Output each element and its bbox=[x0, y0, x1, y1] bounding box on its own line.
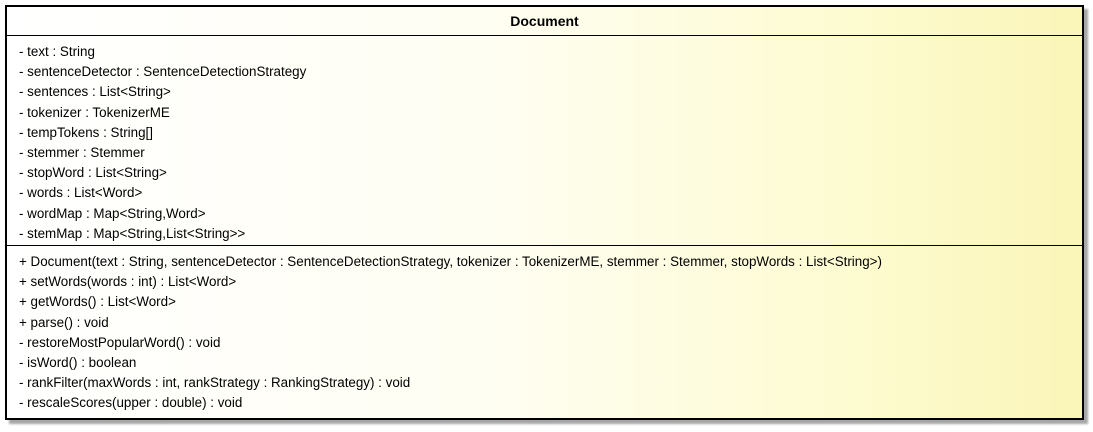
operation-restore-most-popular-word: - restoreMostPopularWord() : void bbox=[19, 334, 221, 350]
attribute-text: - text : String bbox=[19, 44, 95, 59]
operation-set-words: + setWords(words : int) : List<Word> bbox=[19, 274, 237, 290]
operation-rank-filter: - rankFilter(maxWords : int, rankStrateg… bbox=[19, 375, 411, 391]
attribute-stemmer: - stemmer : Stemmer bbox=[19, 145, 145, 161]
operation-parse: + parse() : void bbox=[19, 314, 109, 330]
class-name: Document bbox=[7, 7, 1082, 36]
attribute-stop-word: - stopWord : List<String> bbox=[19, 165, 167, 181]
operations-compartment: + Document(text : String, sentenceDetect… bbox=[7, 246, 1082, 418]
attributes-compartment: - text : String - sentenceDetector : Sen… bbox=[7, 36, 1082, 246]
uml-class-box: Document - text : String - sentenceDetec… bbox=[5, 5, 1084, 420]
operation-is-word: - isWord() : boolean bbox=[19, 355, 137, 371]
operation-get-words: + getWords() : List<Word> bbox=[19, 294, 176, 310]
attribute-temp-tokens: - tempTokens : String[] bbox=[19, 124, 153, 140]
operation-constructor: + Document(text : String, sentenceDetect… bbox=[19, 254, 882, 269]
operation-rescale-scores: - rescaleScores(upper : double) : void bbox=[19, 395, 243, 411]
attribute-stem-map: - stemMap : Map<String,List<String>> bbox=[19, 225, 246, 241]
attribute-word-map: - wordMap : Map<String,Word> bbox=[19, 205, 206, 221]
attribute-words: - words : List<Word> bbox=[19, 185, 143, 201]
attribute-sentence-detector: - sentenceDetector : SentenceDetectionSt… bbox=[19, 64, 307, 80]
attribute-tokenizer: - tokenizer : TokenizerME bbox=[19, 104, 170, 120]
attribute-sentences: - sentences : List<String> bbox=[19, 84, 171, 100]
